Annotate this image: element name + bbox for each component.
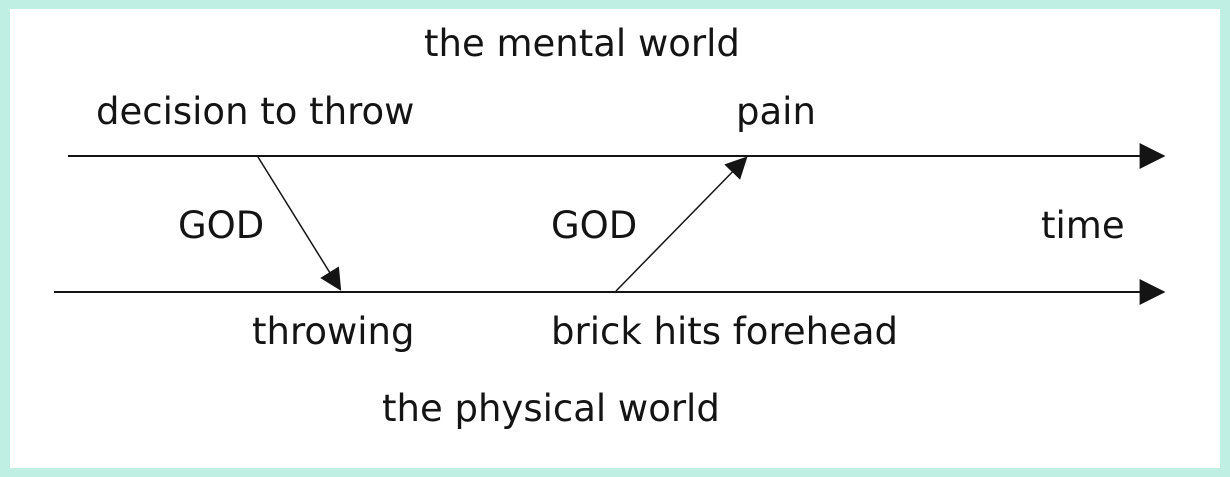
time-label: time: [1041, 204, 1125, 247]
brick-hits-forehead-label: brick hits forehead: [551, 310, 898, 353]
pain-label: pain: [736, 90, 816, 133]
decision-to-throwing-arrow: [257, 156, 342, 291]
god-label-left: GOD: [178, 204, 265, 247]
brick-to-pain-arrow: [615, 156, 748, 292]
decision-to-throw-label: decision to throw: [96, 90, 415, 133]
physical-world-label: the physical world: [382, 387, 720, 430]
god-label-right: GOD: [551, 204, 638, 247]
mental-world-label: the mental world: [424, 22, 740, 65]
throwing-label: throwing: [252, 310, 415, 353]
diagram-panel: [10, 9, 1220, 468]
